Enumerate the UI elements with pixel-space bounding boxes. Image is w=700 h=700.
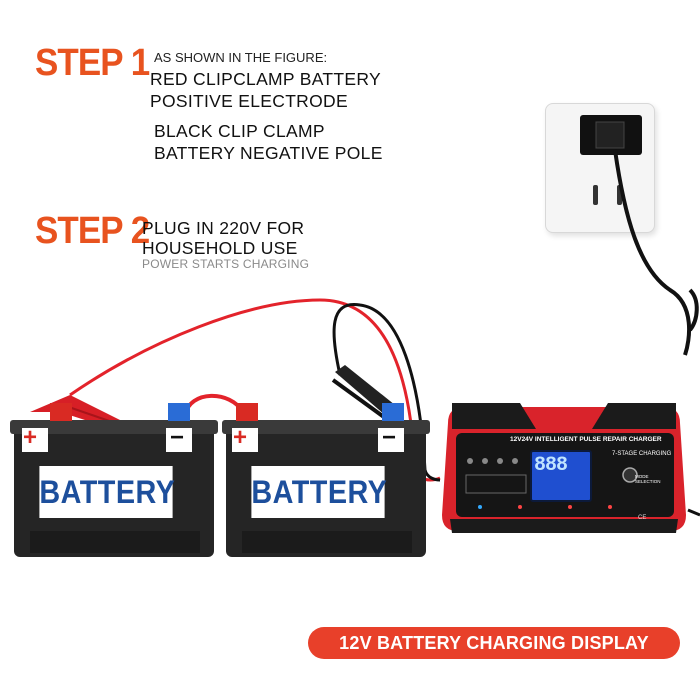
charger-screen — [530, 450, 592, 502]
step1-intro: AS SHOWN IN THE FIGURE: — [154, 50, 328, 65]
step2-note: POWER STARTS CHARGING — [142, 257, 310, 271]
step2-heading: STEP 2 — [35, 210, 150, 252]
plus-box — [22, 428, 48, 452]
battery-1-plus: + — [23, 424, 38, 451]
step1-heading: STEP 1 — [35, 42, 150, 84]
battery-2-minus: − — [382, 424, 397, 451]
step2-line1: PLUG IN 220V FOR — [142, 218, 305, 238]
terminal-positive — [236, 403, 258, 421]
minus-box — [378, 428, 404, 452]
terminal-negative — [382, 403, 404, 421]
battery-2-label: BATTERY — [251, 466, 387, 518]
ce-mark: CE — [638, 515, 647, 521]
charger-stage-label: 7-STAGE CHARGING — [612, 451, 672, 457]
plus-box — [232, 428, 258, 452]
step1-red-line1: RED CLIPCLAMP BATTERY — [150, 69, 381, 89]
battery-1-label: BATTERY — [39, 466, 175, 518]
step2-line2: HOUSEHOLD USE — [142, 238, 298, 258]
minus-box — [166, 428, 192, 452]
step1-black-line2: BATTERY NEGATIVE POLE — [154, 143, 383, 163]
step1-red-line2: POSITIVE ELECTRODE — [150, 91, 348, 111]
step1-black-line1: BLACK CLIP CLAMP — [154, 121, 325, 141]
charger-mode-label: MODE SELECTION — [635, 474, 661, 484]
battery-2-plus: + — [233, 424, 248, 451]
plug-cord-loop — [688, 288, 699, 332]
charger-title: 12V24V INTELLIGENT PULSE REPAIR CHARGER — [510, 436, 662, 443]
plug-cord — [613, 149, 692, 356]
charger-display: 888 — [534, 454, 568, 477]
terminal-positive — [50, 403, 72, 421]
outlet-slot-left — [593, 185, 598, 205]
black-wire — [332, 302, 441, 482]
mode-button — [622, 467, 638, 483]
black-clamp — [335, 365, 395, 415]
battery-1-minus: − — [170, 424, 185, 451]
charging-display-banner: 12V BATTERY CHARGING DISPLAY — [308, 627, 680, 659]
terminal-negative — [168, 403, 190, 421]
plug-face — [595, 121, 625, 149]
